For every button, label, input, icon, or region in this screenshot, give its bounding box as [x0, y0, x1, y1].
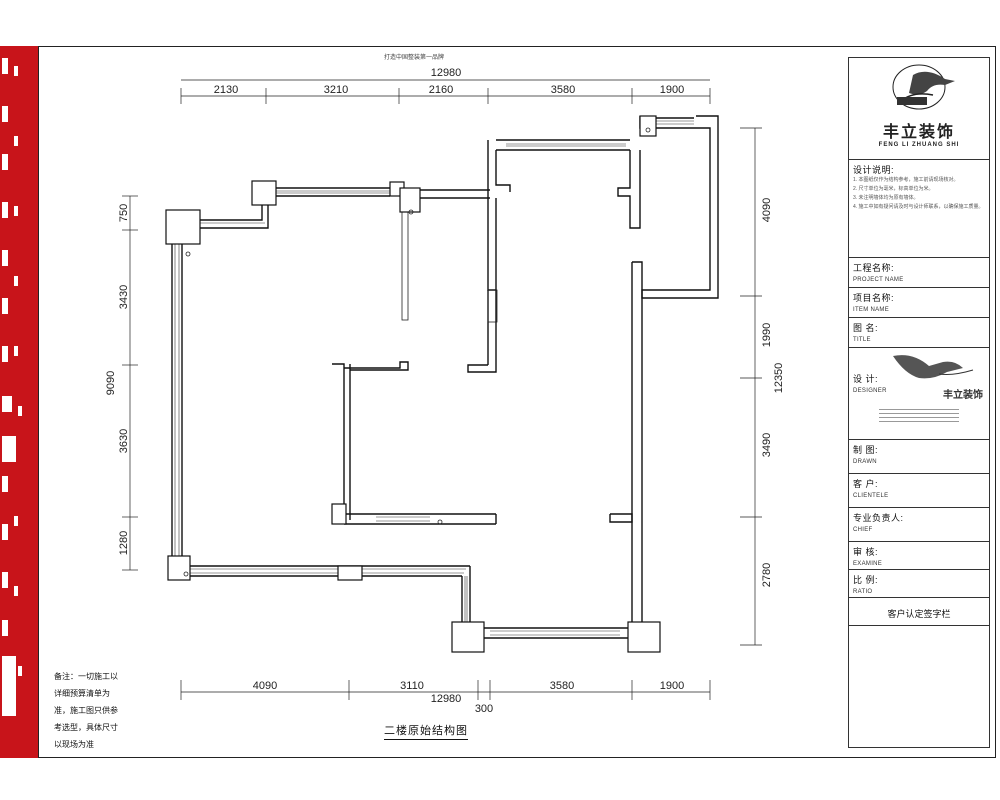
company-pinyin: FENG LI ZHUANG SHI: [878, 142, 960, 148]
project-name-label: 工程名称:: [853, 263, 895, 273]
title-en: TITLE: [853, 337, 871, 343]
left-seg-label: 750: [118, 204, 130, 222]
note-line: 3. 未注明墙体均为原有墙体。: [853, 195, 919, 201]
title-label: 图 名:: [853, 323, 879, 333]
chief-cell: 专业负责人: CHIEF: [849, 508, 989, 542]
designer-en: DESIGNER: [853, 388, 887, 394]
left-total-label: 9090: [105, 371, 117, 395]
item-name-en: ITEM NAME: [853, 307, 890, 313]
bottom-seg-label: 3580: [550, 680, 574, 692]
bottom-dimension: 4090 3110 3580 1900 12980 300: [180, 680, 711, 715]
drawn-en: DRAWN: [853, 459, 877, 465]
columns: [165, 115, 661, 653]
right-seg-label: 3490: [761, 433, 773, 457]
slogan-text: 打造中国整装第一品牌: [384, 55, 445, 61]
left-seg-label: 3630: [118, 429, 130, 453]
left-seg-label: 1280: [118, 531, 130, 555]
signature-cell: 客户认定签字栏: [849, 598, 989, 626]
note-line: 4. 施工中如有疑问请及时与设计师联系，以确保施工质量。: [853, 204, 984, 210]
designer-label: 设 计:: [853, 374, 879, 384]
bottom-total-label: 12980: [431, 693, 462, 705]
project-name-en: PROJECT NAME: [853, 277, 904, 283]
walls: [171, 115, 719, 639]
examine-cell: 审 核: EXAMINE: [849, 542, 989, 570]
right-total-label: 12350: [773, 363, 785, 394]
bottom-seg-label: 1900: [660, 680, 684, 692]
ratio-cell: 比 例: RATIO: [849, 570, 989, 598]
bottom-seg-label: 4090: [253, 680, 277, 692]
client-cell: 客 户: CLIENTELE: [849, 474, 989, 508]
bottom-seg-label: 3110: [400, 680, 424, 692]
item-name-cell: 项目名称: ITEM NAME: [849, 288, 989, 318]
plan-title: 二楼原始结构图: [384, 722, 468, 740]
examine-en: EXAMINE: [853, 561, 883, 567]
designer-mark: 丰立装饰: [943, 390, 983, 401]
project-name-cell: 工程名称: PROJECT NAME: [849, 258, 989, 288]
left-dimension: 750 3430 9090 3630 1280: [105, 195, 138, 571]
bottom-seg-label: 300: [475, 703, 493, 715]
right-seg-label: 4090: [761, 198, 773, 222]
top-total-label: 12980: [431, 67, 462, 79]
logo-cell: 丰立装饰 FENG LI ZHUANG SHI: [849, 58, 989, 160]
designer-eagle-icon: [893, 355, 974, 379]
chief-en: CHIEF: [853, 527, 873, 533]
company-name: 丰立装饰: [882, 124, 955, 141]
left-red-strip: [0, 46, 38, 758]
eagle-logo-icon: [892, 64, 955, 110]
drawn-label: 制 图:: [853, 445, 879, 455]
title-cell: 图 名: TITLE: [849, 318, 989, 348]
top-seg-label: 3580: [551, 84, 575, 96]
item-name-label: 项目名称:: [853, 293, 895, 303]
note-line: 1. 本图纸仅作为结构参考，施工前请现场核对。: [853, 177, 959, 183]
drawing-frame: [38, 46, 996, 758]
client-en: CLIENTELE: [853, 493, 889, 499]
drawn-cell: 制 图: DRAWN: [849, 440, 989, 474]
right-seg-label: 1990: [761, 323, 773, 347]
top-seg-label: 2130: [214, 84, 238, 96]
title-block: 丰立装饰 FENG LI ZHUANG SHI 设计说明: 1. 本图纸仅作为结…: [848, 57, 990, 748]
top-seg-label: 3210: [324, 84, 348, 96]
note-line: 2. 尺寸单位为毫米，标高单位为米。: [853, 186, 934, 192]
ratio-en: RATIO: [853, 589, 873, 595]
top-dimension: 12980 2130 3210 2160 3580 1900: [180, 67, 711, 104]
notes-title: 设计说明:: [853, 165, 895, 175]
examine-label: 审 核:: [853, 547, 879, 557]
left-seg-label: 3430: [118, 285, 130, 309]
right-seg-label: 2780: [761, 563, 773, 587]
designer-cell: 丰立装饰 设 计: DESIGNER: [849, 348, 989, 440]
chief-label: 专业负责人:: [853, 513, 904, 523]
right-dimension: 4090 1990 12350 3490 2780: [740, 127, 785, 646]
remark-note: 备注：一切施工以详细预算清单为准，施工图只供参考选型，具体尺寸以现场为准: [54, 672, 118, 749]
client-label: 客 户:: [853, 479, 879, 489]
ratio-label: 比 例:: [853, 575, 879, 585]
top-seg-label: 2160: [429, 84, 453, 96]
signature-label: 客户认定签字栏: [887, 609, 951, 619]
design-notes-cell: 设计说明: 1. 本图纸仅作为结构参考，施工前请现场核对。 2. 尺寸单位为毫米…: [849, 160, 989, 258]
top-seg-label: 1900: [660, 84, 684, 96]
